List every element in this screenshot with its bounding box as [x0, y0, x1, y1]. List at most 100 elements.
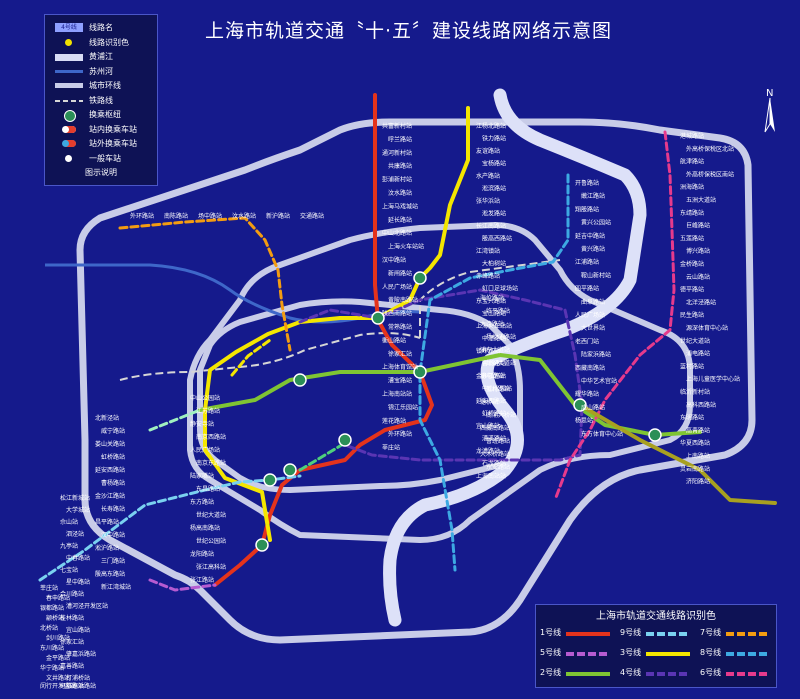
station-label: 银都路站	[40, 604, 64, 612]
station-label: 海伦路站	[480, 294, 504, 302]
metro-line	[553, 130, 676, 502]
station-label: 西藏南路站	[575, 364, 605, 372]
key-line-swatch-icon	[566, 672, 610, 676]
station-label: 上海体育馆站	[382, 363, 418, 371]
station-label: 大连路站	[480, 320, 504, 328]
station-label: 中华艺术宫站	[581, 377, 617, 385]
station-label: 马当路站	[60, 682, 84, 690]
legend-footer: 图示说明	[85, 168, 117, 177]
station-label: 翔殷路站	[575, 205, 599, 213]
station-label: 北桥站	[40, 624, 58, 632]
station-label: 打浦桥站	[66, 674, 90, 682]
interchange-hub-icon	[648, 428, 662, 442]
station-label: 松江新城站	[60, 494, 90, 502]
station-label: 源深体育中心站	[686, 324, 728, 332]
station-label: 浦电路站	[480, 372, 504, 380]
legend-item: 苏州河	[45, 65, 157, 79]
north-arrow-icon: N	[760, 86, 780, 134]
station-label: 金沙江路站	[95, 492, 125, 500]
station-label: 赤峰路站	[476, 272, 500, 280]
station-label: 港城路站	[680, 132, 704, 140]
station-label: 闵行开发区站	[40, 682, 76, 690]
key-line-name: 4号线	[620, 668, 642, 677]
key-entry: 1号线	[536, 625, 616, 643]
station-label: 华宁路站	[40, 664, 64, 672]
station-label: 洲海路站	[680, 183, 704, 191]
station-label: 通河新村站	[382, 149, 412, 157]
station-label: 人民广场站	[382, 283, 412, 291]
station-label: 水产路站	[476, 172, 500, 180]
interchange-hub-icon	[283, 463, 297, 477]
station-label: 徐家汇站	[60, 638, 84, 646]
interchange-hub-icon	[338, 433, 352, 447]
station-label: 大柏树站	[482, 260, 506, 268]
legend-label: 苏州河	[89, 66, 113, 76]
key-line-swatch-icon	[646, 672, 690, 676]
interchange-hub-icon	[293, 373, 307, 387]
station-label: 彭浦新村站	[382, 176, 412, 184]
key-line-name: 2号线	[540, 668, 562, 677]
station-label: 汉中路站	[101, 531, 125, 539]
station-label: 交通路站	[300, 212, 324, 220]
key-line-swatch-icon	[726, 632, 770, 636]
key-entry: 8号线	[696, 645, 776, 663]
key-entry: 2号线	[536, 665, 616, 683]
station-label: 世纪公园站	[196, 537, 226, 545]
station-label: 中山公园站	[482, 385, 512, 393]
middle-ring-road	[187, 222, 693, 543]
station-label: 合川路站	[60, 590, 84, 598]
station-label: 三门路站	[101, 557, 125, 565]
station-label: 汶水路站	[388, 189, 412, 197]
station-label: 民生路站	[680, 311, 704, 319]
station-label: 南浦大桥站	[486, 411, 516, 419]
legend-item: 4号线线路名	[45, 21, 157, 35]
key-entry: 5号线	[536, 645, 616, 663]
station-label: 外环路站	[130, 212, 154, 220]
station-label: 汉中路站	[382, 256, 406, 264]
station-label: 曹杨路站	[482, 360, 506, 368]
station-labels: 共富新村站呼兰路站通河新村站共康路站彭浦新村站汶水路站上海马戏城站延长路站中山北…	[40, 122, 740, 690]
station-label: 中春路站	[66, 554, 90, 562]
interchange-hub-icon	[413, 365, 427, 379]
station-label: 临沂新村站	[680, 388, 710, 396]
legend-item: 黄浦江	[45, 50, 157, 64]
station-label: 上南路站	[686, 452, 710, 460]
station-label: 蓝村路站	[486, 385, 510, 393]
station-label: 嫩江路站	[581, 192, 605, 200]
station-label: 外高桥保税区南站	[686, 170, 734, 178]
key-line-name: 8号线	[700, 648, 722, 657]
station-label: 延安西路站	[476, 397, 506, 405]
map-title: 上海市轨道交通〝十·五〞建设线路网络示意图	[205, 20, 613, 42]
station-label: 临平路站	[486, 307, 510, 315]
station-label: 鞍山新村站	[581, 271, 611, 279]
interchange-hub-icon	[263, 473, 277, 487]
station-label: 常熟路站	[388, 323, 412, 331]
metro-line	[418, 173, 570, 572]
station-label: 五洲大道站	[686, 196, 716, 204]
station-label: 外高桥保税区北站	[686, 145, 734, 153]
station-label: 开鲁路站	[575, 179, 599, 187]
station-label: 陆家嘴站	[190, 472, 214, 480]
station-label: 外环路站	[388, 430, 412, 438]
station-label: 威宁路站	[101, 427, 125, 435]
metro-line	[118, 216, 292, 352]
legend-swatch-icon	[62, 140, 76, 147]
station-label: 云山路站	[686, 273, 710, 281]
station-label: 颛桥站	[46, 614, 64, 622]
metro-line	[298, 438, 352, 472]
station-label: 莘庄站	[382, 444, 400, 452]
station-label: 张江高科站	[196, 563, 226, 571]
station-label: 汶水路站	[232, 212, 256, 220]
station-label: 龙漕路站	[476, 447, 500, 455]
legend-swatch-icon	[64, 110, 76, 122]
station-label: 世纪大道站	[680, 337, 710, 345]
metro-line	[298, 288, 584, 462]
legend-item: 铁路线	[45, 94, 157, 108]
railway	[119, 332, 421, 381]
station-label: 上海儿童医学中心站	[686, 375, 740, 383]
legend-item: 换乘枢纽	[45, 108, 157, 122]
station-label: 新沪路站	[266, 212, 290, 220]
